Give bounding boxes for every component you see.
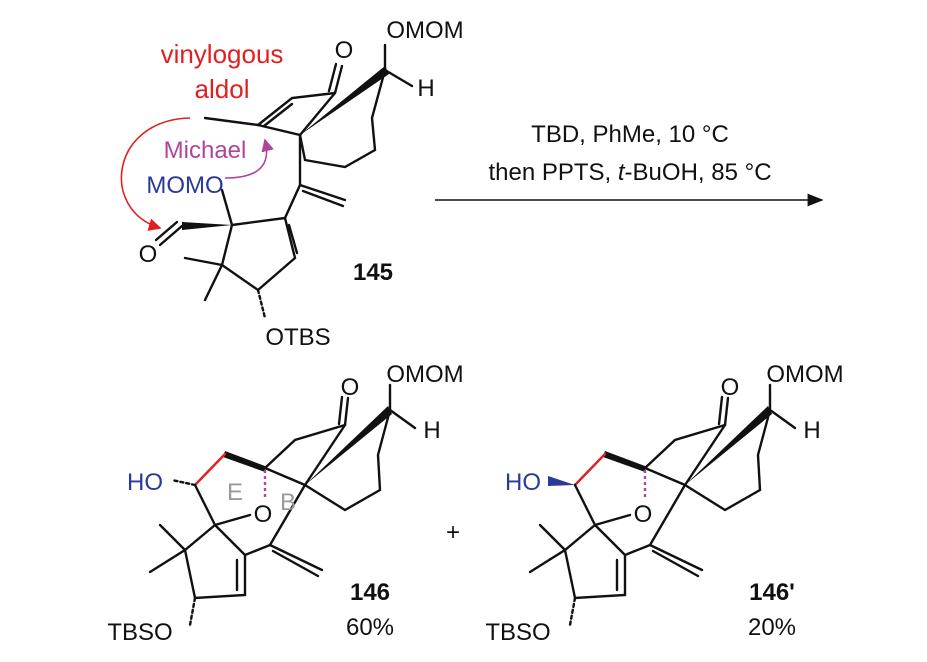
compound-146-prime-yield: 20% bbox=[748, 614, 796, 641]
p1-omom: OMOM bbox=[386, 361, 463, 388]
compound-146-yield: 60% bbox=[346, 614, 394, 641]
michael-arrow bbox=[224, 138, 274, 179]
compound-146-prime-structure bbox=[528, 383, 797, 627]
conditions-line2: then PPTS, t-BuOH, 85 °C bbox=[488, 159, 771, 186]
momo-label: MOMO bbox=[146, 172, 223, 199]
p2-h: H bbox=[803, 417, 820, 444]
compound-145-structure bbox=[154, 43, 414, 320]
p2-omom: OMOM bbox=[766, 361, 843, 388]
p2-ring-o: O bbox=[634, 501, 653, 528]
michael-label: Michael bbox=[164, 137, 247, 164]
ring-e-label: E bbox=[227, 479, 243, 506]
otbs-label: OTBS bbox=[265, 324, 330, 351]
p1-ho: HO bbox=[127, 469, 163, 496]
omom-label: OMOM bbox=[386, 17, 463, 44]
p2-ketone-o: O bbox=[721, 374, 740, 401]
compound-146-structure bbox=[148, 383, 417, 627]
ring-b-label: B bbox=[280, 489, 296, 516]
compound-146-prime-id: 146' bbox=[749, 579, 795, 606]
ketone-o-label: O bbox=[335, 37, 354, 64]
h-label: H bbox=[417, 75, 434, 102]
p1-ketone-o: O bbox=[341, 374, 360, 401]
compound-145-id: 145 bbox=[353, 259, 393, 286]
aldol-arrow bbox=[120, 117, 191, 231]
vinylogous-label: vinylogous bbox=[161, 39, 284, 69]
p2-tbso: TBSO bbox=[485, 619, 550, 646]
compound-146-id: 146 bbox=[350, 579, 390, 606]
p1-h: H bbox=[423, 417, 440, 444]
p2-ho: HO bbox=[505, 469, 541, 496]
plus-sign: + bbox=[446, 519, 460, 546]
conditions-line1: TBD, PhMe, 10 °C bbox=[531, 121, 729, 148]
aldehyde-o-label: O bbox=[139, 241, 158, 268]
p1-tbso: TBSO bbox=[107, 619, 172, 646]
p1-ring-o: O bbox=[254, 501, 273, 528]
aldol-label: aldol bbox=[195, 74, 250, 104]
